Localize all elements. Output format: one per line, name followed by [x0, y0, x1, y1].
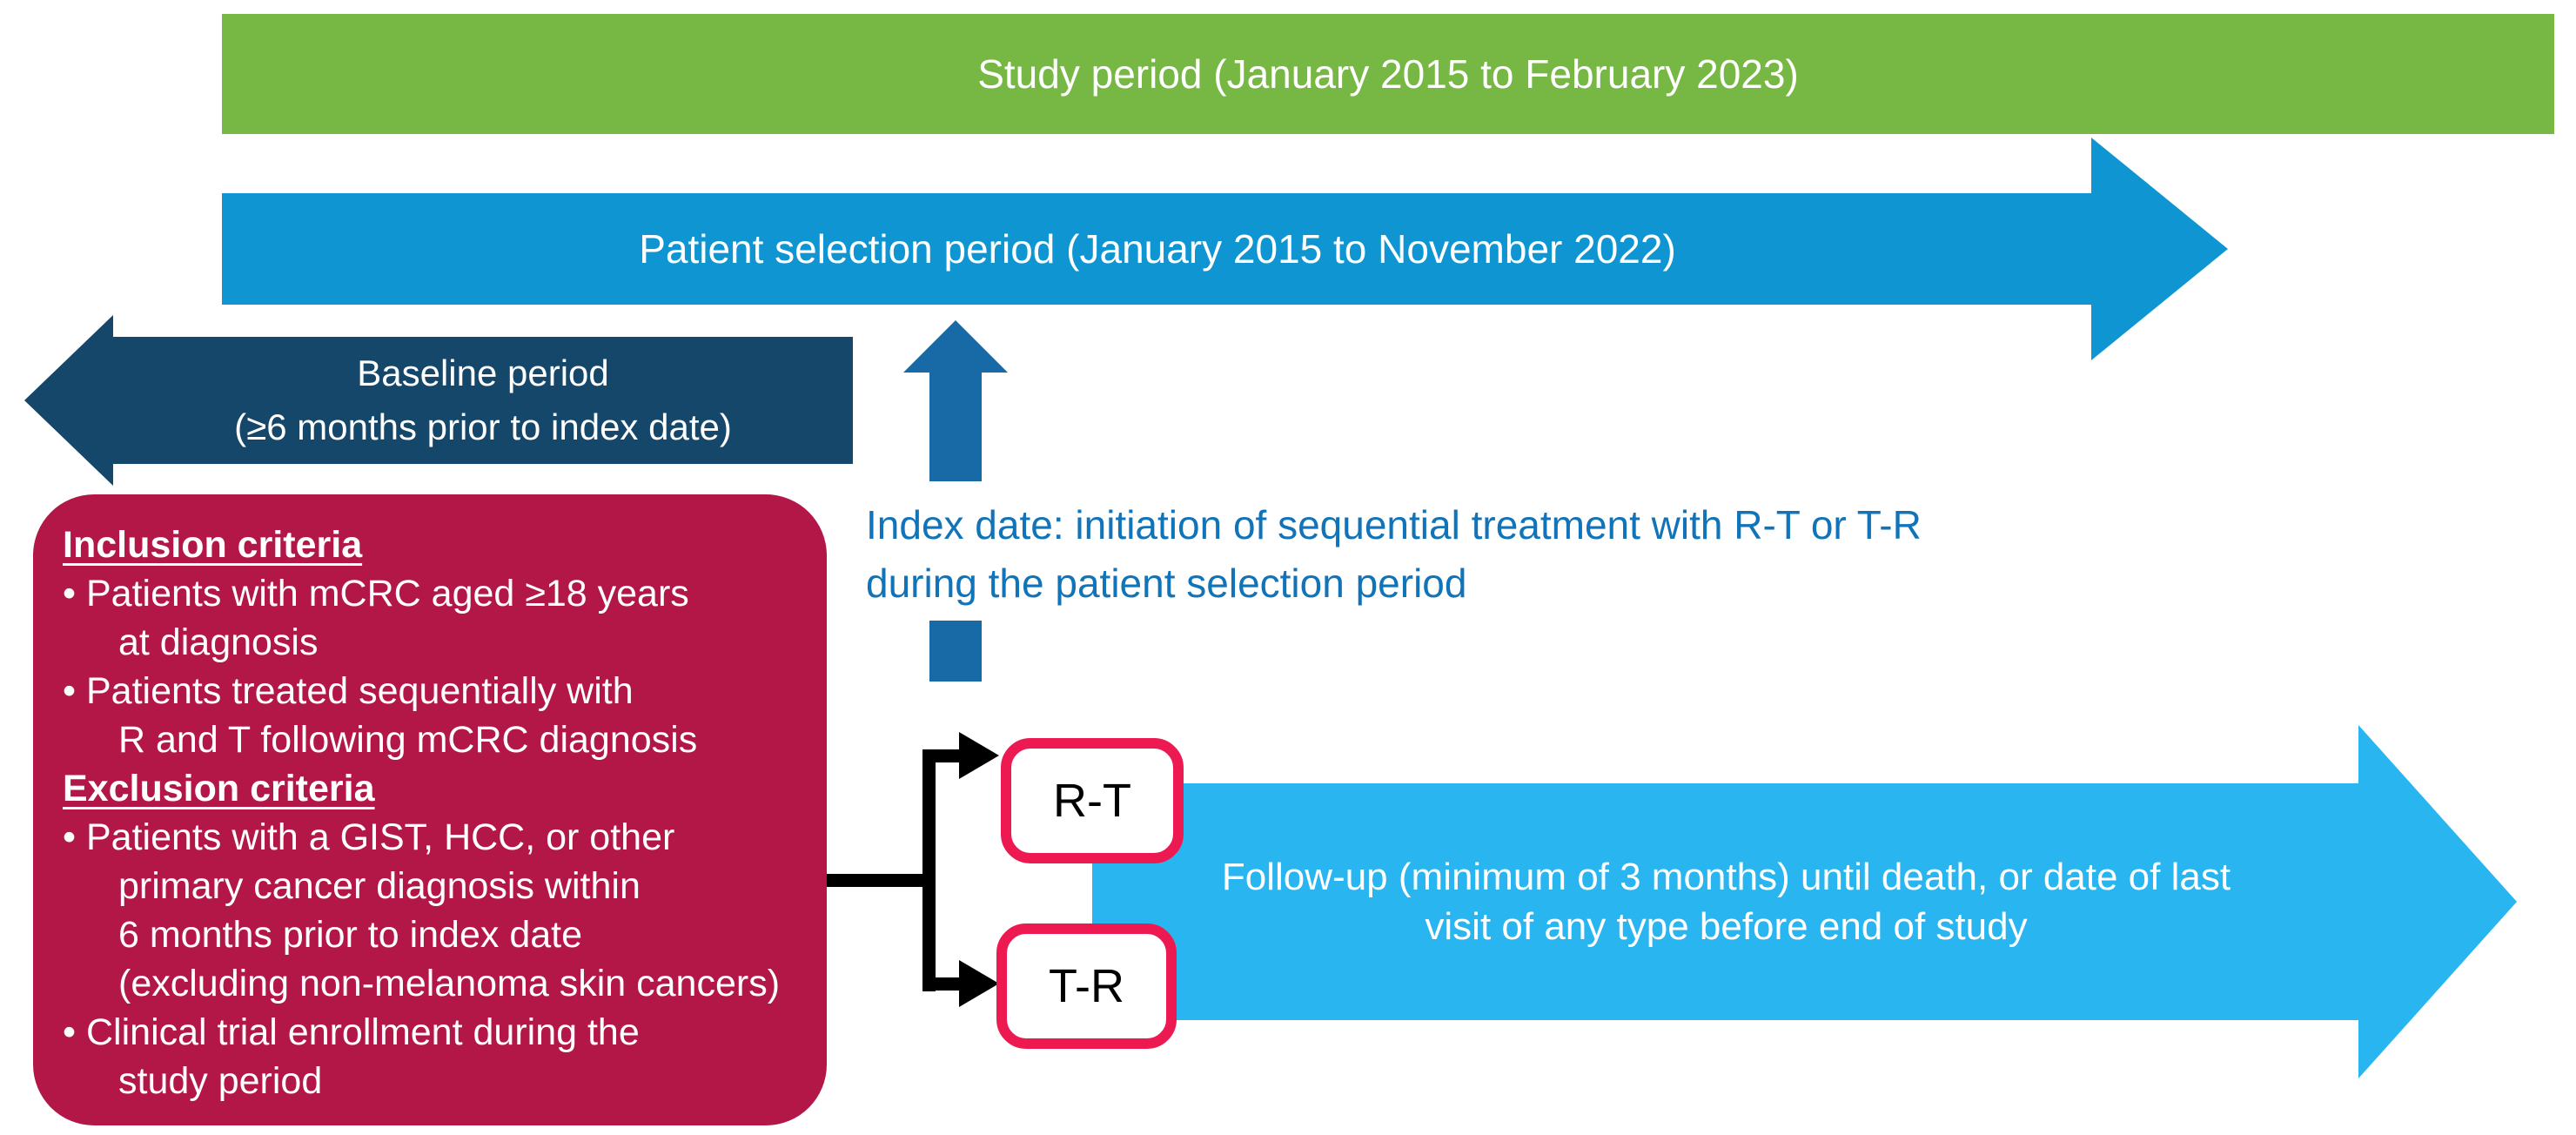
rt-label: R-T [1053, 775, 1131, 827]
criteria-line: primary cancer diagnosis within [118, 865, 641, 907]
criteria-box: Inclusion criteria • Patients with mCRC … [33, 494, 827, 1125]
index-date-line1: Index date: initiation of sequential tre… [866, 502, 1922, 547]
tr-treatment-box: T-R [996, 923, 1177, 1049]
index-up-arrow-shaft [929, 371, 982, 481]
criteria-line: • Patients treated sequentially with [63, 670, 634, 712]
index-date-line2: during the patient selection period [866, 561, 1467, 606]
criteria-line: • Clinical trial enrollment during the [63, 1011, 640, 1053]
criteria-line: (excluding non-melanoma skin cancers) [118, 963, 781, 1004]
criteria-line: • Patients with mCRC aged ≥18 years [63, 573, 689, 615]
followup-label-line1: Follow-up (minimum of 3 months) until de… [1221, 856, 2231, 898]
connector-arrowhead-bottom-icon [959, 960, 999, 1007]
criteria-line: at diagnosis [118, 621, 319, 663]
connector-branch-top [922, 749, 962, 762]
criteria-line: R and T following mCRC diagnosis [118, 719, 698, 761]
rt-treatment-box: R-T [1001, 738, 1184, 863]
tr-label: T-R [1049, 960, 1124, 1012]
index-date-annotation: Index date: initiation of sequential tre… [866, 496, 1922, 613]
connector-stem-horizontal [822, 874, 931, 887]
baseline-arrow-body: Baseline period (≥6 months prior to inde… [113, 337, 853, 464]
selection-period-label: Patient selection period (January 2015 t… [639, 226, 1676, 272]
followup-arrow-body: Follow-up (minimum of 3 months) until de… [1092, 783, 2360, 1020]
criteria-line: • Patients with a GIST, HCC, or other [63, 816, 675, 858]
criteria-line: 6 months prior to index date [118, 914, 583, 956]
study-period-bar: Study period (January 2015 to February 2… [222, 14, 2554, 134]
index-up-arrowhead-icon [903, 320, 1008, 373]
index-marker-square [929, 621, 982, 682]
inclusion-criteria-heading: Inclusion criteria [63, 524, 363, 566]
baseline-label-line1: Baseline period [357, 353, 609, 393]
selection-period-arrow-body: Patient selection period (January 2015 t… [222, 193, 2093, 305]
followup-label-line2: visit of any type before end of study [1425, 905, 2028, 948]
criteria-line: study period [118, 1060, 323, 1102]
connector-branch-bottom [922, 977, 962, 991]
exclusion-criteria-heading: Exclusion criteria [63, 768, 375, 809]
connector-arrowhead-top-icon [959, 732, 999, 779]
followup-arrowhead-icon [2358, 725, 2517, 1078]
baseline-arrowhead-icon [24, 315, 113, 486]
study-period-label: Study period (January 2015 to February 2… [977, 51, 1799, 97]
baseline-label-line2: (≥6 months prior to index date) [234, 406, 732, 447]
selection-period-arrowhead-icon [2091, 138, 2228, 360]
connector-stem-vertical [922, 749, 936, 991]
